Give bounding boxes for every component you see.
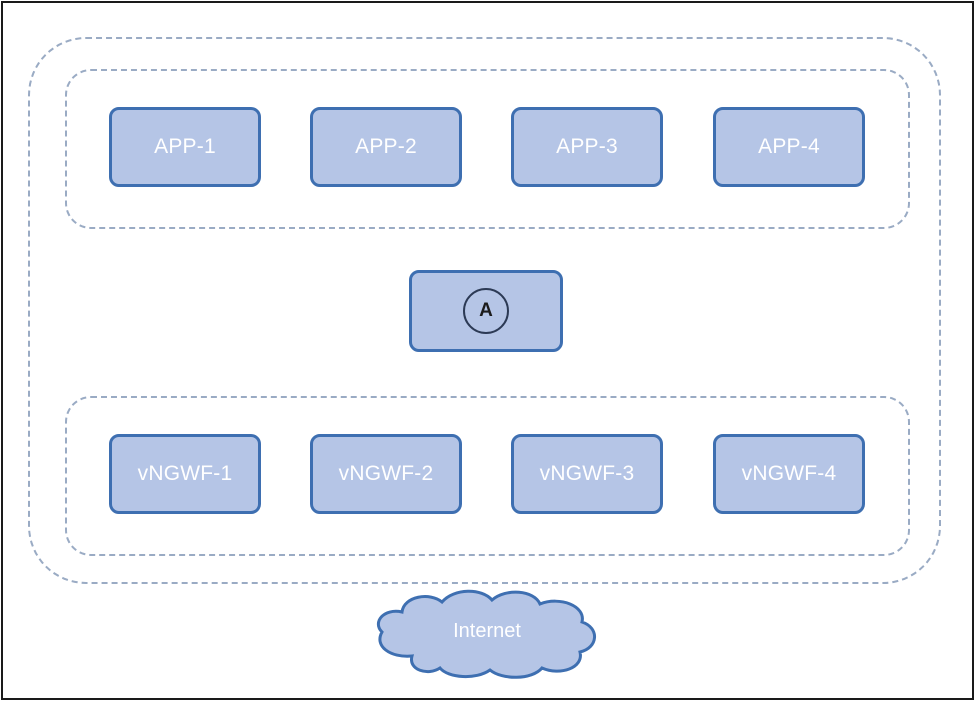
- firewall-node-label: vNGWF-2: [338, 462, 434, 485]
- app-node-3: APP-3: [511, 107, 663, 187]
- firewall-node-2: vNGWF-2: [310, 434, 462, 514]
- app-node-1: APP-1: [109, 107, 261, 187]
- app-node-label: APP-4: [758, 135, 820, 158]
- center-node-circle: A: [463, 288, 509, 334]
- center-node-label: A: [479, 300, 493, 321]
- firewall-node-1: vNGWF-1: [109, 434, 261, 514]
- internet-cloud: Internet: [372, 584, 602, 679]
- firewall-node-label: vNGWF-1: [137, 462, 233, 485]
- firewall-node-label: vNGWF-3: [539, 462, 635, 485]
- app-node-label: APP-2: [355, 135, 417, 158]
- app-node-2: APP-2: [310, 107, 462, 187]
- firewall-node-label: vNGWF-4: [741, 462, 837, 485]
- center-node-a: A: [409, 270, 563, 352]
- firewall-node-4: vNGWF-4: [713, 434, 865, 514]
- app-tier-group: [65, 69, 910, 229]
- app-node-4: APP-4: [713, 107, 865, 187]
- app-node-label: APP-3: [556, 135, 618, 158]
- app-node-label: APP-1: [154, 135, 216, 158]
- cloud-icon: [376, 589, 596, 679]
- firewall-tier-group: [65, 396, 910, 556]
- internet-label: Internet: [453, 620, 521, 642]
- outer-network-boundary: [28, 37, 941, 584]
- firewall-node-3: vNGWF-3: [511, 434, 663, 514]
